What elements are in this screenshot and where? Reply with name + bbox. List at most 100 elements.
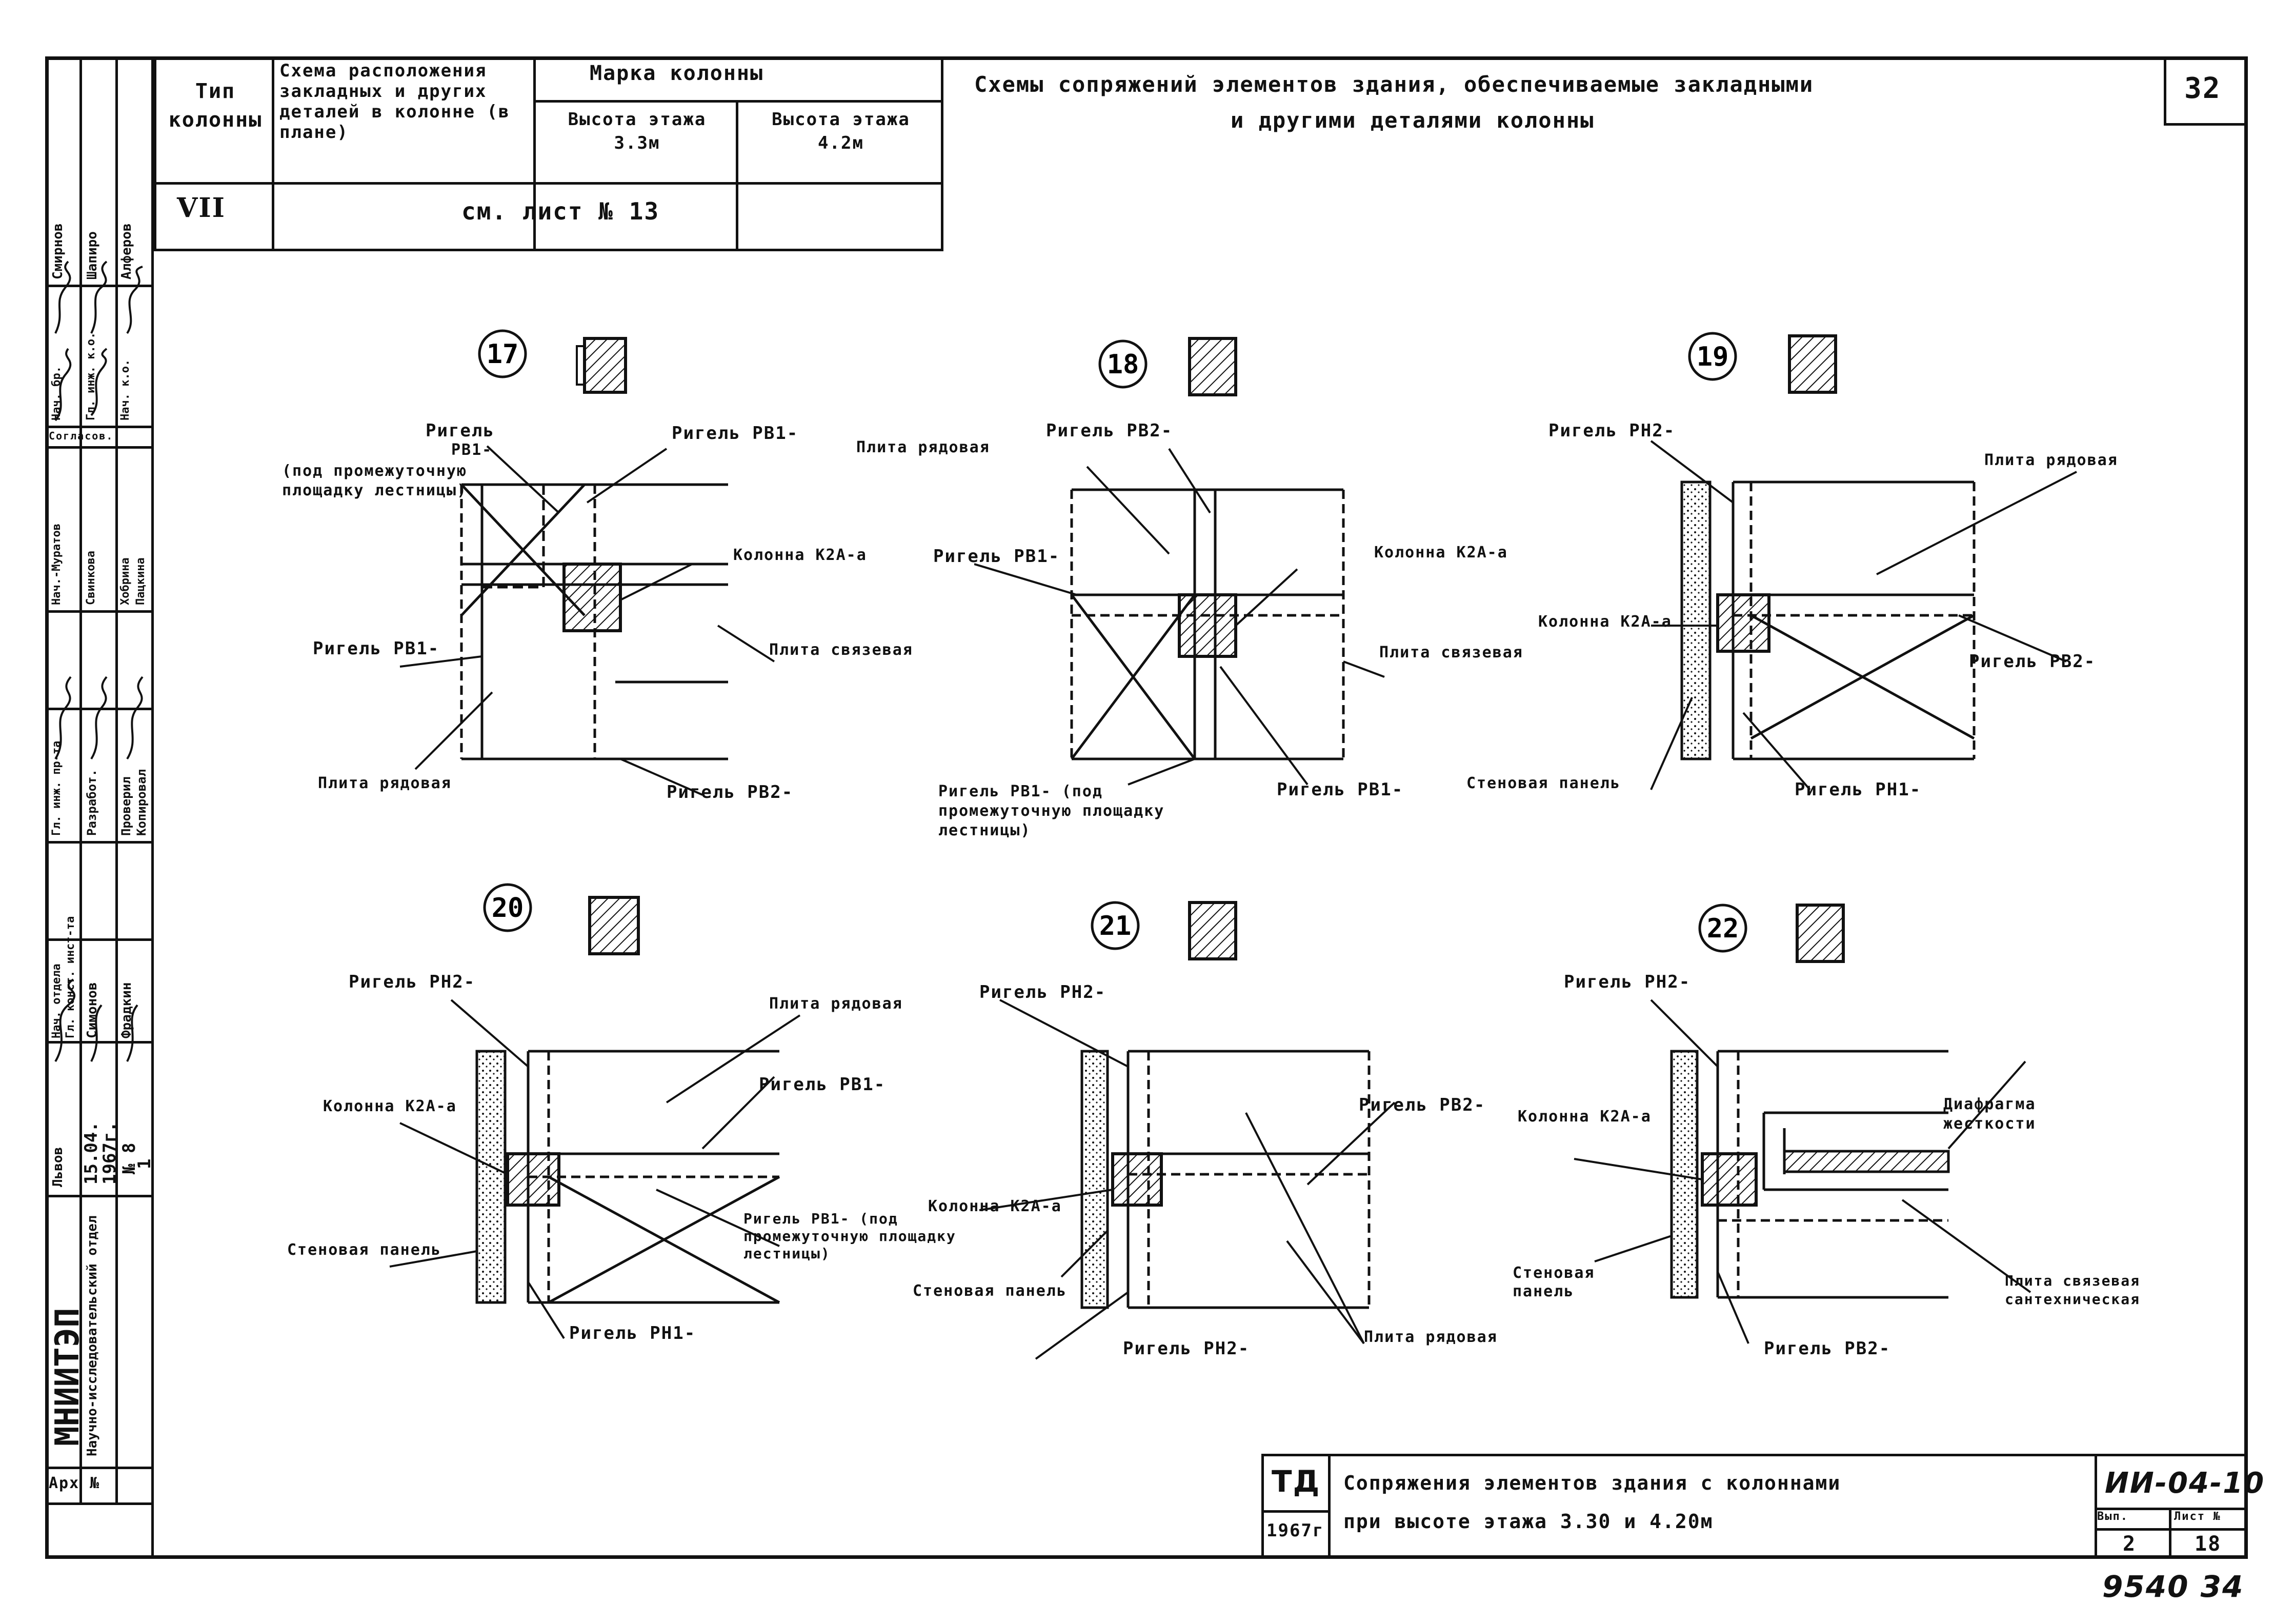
header-col-mark: Марка колонны <box>590 62 764 85</box>
d22-label-wall: Стеновая панель <box>1513 1264 1595 1300</box>
side-divider <box>45 841 154 844</box>
d22-label-diaphragm: Диафрагма жесткости <box>1943 1095 2036 1133</box>
d20-label-plita-r: Плита рядовая <box>769 995 903 1013</box>
d17-label-riegel-r: Ригель РВ1- <box>672 423 799 444</box>
header-col-h33: Высота этажа 3.3м <box>568 109 707 153</box>
side-divider <box>45 426 154 428</box>
title-divider <box>2169 1508 2171 1559</box>
d22-label-col: Колонна К2А-а <box>1518 1108 1652 1126</box>
title-line1: Сопряжения элементов здания с колоннами <box>1343 1472 1841 1494</box>
diagram-21-number: 21 <box>1099 911 1132 941</box>
side-divider <box>115 56 118 1502</box>
sheet-title-line2: и другими деталями колонны <box>1231 108 1595 133</box>
header-row-type: VII <box>177 192 226 224</box>
diagram-17: 17 <box>399 329 775 796</box>
d20-label-riegel-b: Ригель РН1- <box>569 1323 696 1344</box>
diagram-20: 20 <box>389 883 801 1339</box>
d20-label-col: Колонна К2А-а <box>323 1097 457 1115</box>
side-arch-no: Арх № <box>49 1474 100 1492</box>
side-divider <box>45 285 154 287</box>
diagram-21: 21 <box>979 901 1396 1360</box>
sheet-number-box <box>2164 56 2248 126</box>
d17-label-riegel-l: Ригель РВ1- <box>313 638 440 659</box>
title-block <box>1261 1454 2248 1559</box>
d17-label-riegel-b: Ригель РВ2- <box>667 782 794 803</box>
d19-label-riegel-top: Ригель РН2- <box>1548 420 1676 441</box>
d19-label-wall: Стеновая панель <box>1466 774 1621 792</box>
header-col-h42: Высота этажа 4.2м <box>772 109 910 153</box>
side-role: Согласов. <box>49 430 114 442</box>
header-divider <box>533 100 943 103</box>
header-divider <box>533 56 536 251</box>
signatures <box>54 260 144 1062</box>
d22-label-plita-st: Плита связевая сантехническая <box>2005 1272 2141 1308</box>
title-vyp-label: Вып. <box>2097 1510 2128 1523</box>
d19-label-riegel-b: Ригель РН1- <box>1795 779 1922 800</box>
d18-label-plita-r: Плита рядовая <box>856 438 990 456</box>
d18-label-stair: Ригель РВ1- (под промежуточную площадку … <box>938 783 1165 839</box>
d17-label-col: Колонна К2А-а <box>733 546 867 564</box>
d18-label-riegel-b: Ригель РВ1- <box>1277 779 1404 800</box>
side-divider <box>79 56 82 1502</box>
diagram-18: 18 <box>974 337 1385 786</box>
d18-label-riegel-l: Ригель РВ1- <box>933 546 1060 567</box>
d21-label-plita-r: Плита рядовая <box>1364 1328 1498 1346</box>
diagram-17-number: 17 <box>487 339 519 370</box>
d17-label-rv1: РВ1- <box>451 441 493 459</box>
header-divider <box>736 100 738 251</box>
side-divider <box>45 1195 154 1197</box>
diagram-22-number: 22 <box>1707 913 1739 944</box>
title-vyp: 2 <box>2123 1532 2137 1556</box>
d17-label-riegel-top: Ригель <box>426 420 495 441</box>
d20-label-stair: Ригель РВ1- (под промежуточную площадку … <box>743 1210 956 1262</box>
header-col-scheme: Схема расположения закладных и других де… <box>279 61 510 143</box>
sheet-title-line1: Схемы сопряжений элементов здания, обесп… <box>974 72 1814 97</box>
title-td: ТД <box>1272 1464 1321 1499</box>
title-divider <box>1328 1454 1331 1559</box>
sheet-number: 32 <box>2184 72 2221 105</box>
d19-label-plita-r: Плита рядовая <box>1984 451 2118 469</box>
d21-label-riegel-b: Ригель РН2- <box>1123 1338 1250 1359</box>
d21-label-col: Колонна К2А-а <box>928 1197 1062 1215</box>
header-col-type: Тип колонны <box>168 79 263 132</box>
side-divider <box>45 446 154 449</box>
title-divider <box>2095 1454 2097 1559</box>
d21-label-riegel-r: Ригель РВ2- <box>1359 1095 1486 1115</box>
title-line2: при высоте этажа 3.30 и 4.20м <box>1343 1510 1714 1533</box>
d18-label-col: Колонна К2А-а <box>1374 544 1508 562</box>
side-divider <box>45 1467 154 1469</box>
d18-label-riegel-top: Ригель РВ2- <box>1046 420 1173 441</box>
side-divider <box>45 610 154 613</box>
d20-label-riegel-r: Ригель РВ1- <box>759 1074 886 1095</box>
diagram-19: 19 <box>1650 332 2077 791</box>
side-divider <box>45 1041 154 1044</box>
title-divider <box>1261 1510 1328 1513</box>
d22-label-riegel-b: Ригель РВ2- <box>1764 1338 1891 1359</box>
diagram-19-number: 19 <box>1697 342 1729 372</box>
side-stamp-block <box>45 56 154 1559</box>
d17-label-stair: (под промежуточную площадку лестницы) <box>282 462 468 499</box>
diagram-20-number: 20 <box>492 893 524 924</box>
d18-label-plita-sv: Плита связевая <box>1379 644 1523 661</box>
diagram-22: 22 <box>1574 904 2031 1344</box>
d20-label-wall: Стеновая панель <box>287 1241 441 1259</box>
side-divider <box>45 938 154 941</box>
d20-label-riegel-top: Ригель РН2- <box>349 972 476 992</box>
d21-label-riegel-top: Ригель РН2- <box>979 982 1106 1003</box>
side-divider <box>45 1502 154 1505</box>
header-divider <box>154 182 943 185</box>
d17-label-plita-r: Плита рядовая <box>318 774 452 792</box>
d19-label-riegel-r: Ригель РВ2- <box>1969 651 2096 672</box>
title-year: 1967г <box>1266 1520 1324 1541</box>
title-code: ИИ-04-10 <box>2105 1467 2265 1500</box>
d19-label-col: Колонна К2А-а <box>1538 613 1672 631</box>
footer-note: 9540 34 <box>2102 1569 2244 1604</box>
title-list-label: Лист № <box>2174 1510 2221 1523</box>
header-table <box>154 56 943 251</box>
diagram-18-number: 18 <box>1107 349 1139 380</box>
d17-label-plita-sv: Плита связевая <box>769 641 913 659</box>
d21-label-wall: Стеновая панель <box>913 1282 1067 1300</box>
title-list: 18 <box>2195 1532 2222 1556</box>
header-row-ref: см. лист № 13 <box>461 197 660 225</box>
